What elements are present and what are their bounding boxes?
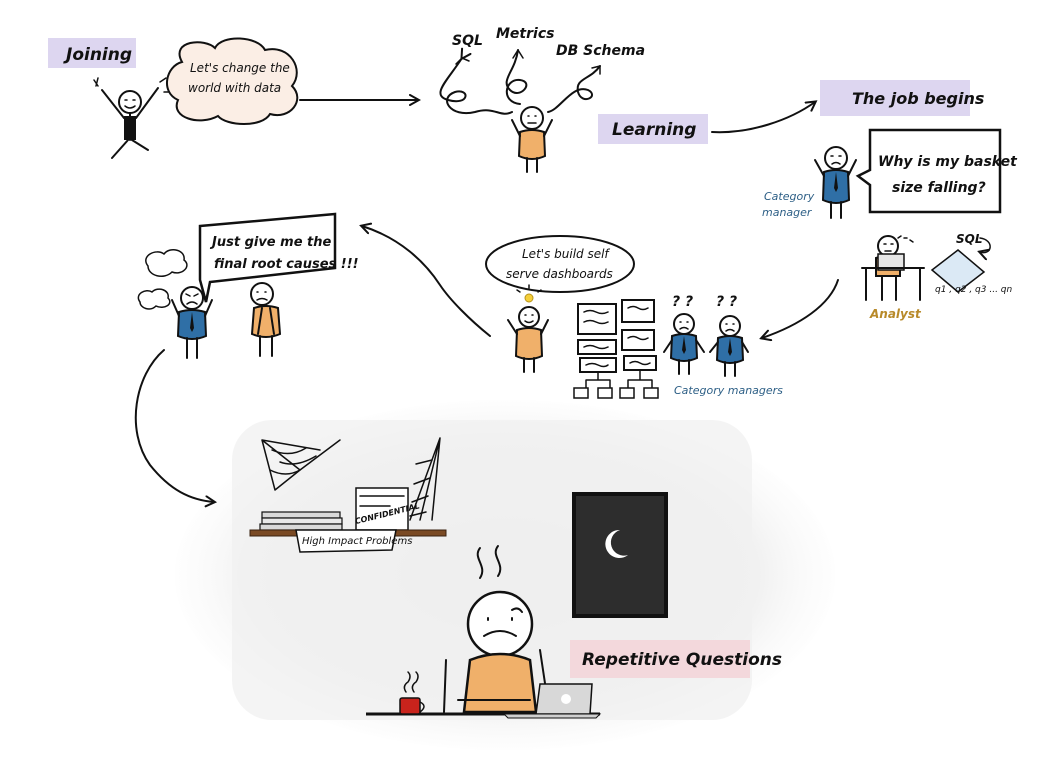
metrics-squiggle [505, 49, 528, 105]
job-begins-stage: The job begins Why is my basket size fal… [762, 80, 1018, 338]
dashboards-line2: serve dashboards [506, 267, 613, 281]
laptop-icon [502, 683, 602, 719]
tired-worker-figure [443, 545, 547, 714]
joining-highlight [48, 38, 136, 68]
root-causes-line1: Just give me the [209, 235, 332, 250]
topic-db-schema: DB Schema [556, 43, 645, 59]
job-begins-highlight [820, 80, 970, 116]
moon-icon [605, 529, 628, 558]
squiggle-arrowheads [455, 49, 601, 75]
joining-stick-figure [93, 77, 171, 159]
arrow-analyst-to-dashboards [762, 279, 839, 338]
cobweb-right-icon [409, 437, 441, 521]
category-managers-label: Category managers [674, 384, 783, 397]
presenter-figure [507, 306, 549, 373]
confused-manager-left [663, 313, 705, 375]
change-world-line2: world with data [188, 81, 281, 95]
basket-line1: Why is my basket [878, 154, 1018, 170]
category-manager-label-2: manager [762, 206, 813, 219]
dashboards-bubble [485, 235, 635, 293]
dashboard-sketches-icon [573, 299, 659, 399]
analyst-query-sheet [930, 249, 986, 293]
joining-stage: Joining Let's change the world with data [48, 37, 418, 159]
change-world-bubble: Let's change the world with data [166, 37, 299, 125]
angry-steam-cloud-bottom [137, 288, 171, 310]
analyst-sql-loop [980, 237, 991, 253]
learning-highlight [598, 114, 708, 144]
arrow-learning-to-job [711, 102, 815, 134]
analyst-laptop-icon [877, 253, 905, 271]
sql-squiggle [439, 58, 513, 115]
job-begins-label: The job begins [852, 89, 984, 108]
topic-sql: SQL [452, 33, 483, 49]
stress-fumes-icon [476, 545, 502, 579]
arrow-root-causes-to-scene [134, 349, 214, 502]
root-causes-stage: Just give me the final root causes !!! [134, 212, 359, 502]
repetitive-highlight [570, 640, 750, 678]
learning-label: Learning [612, 120, 696, 140]
joining-label: Joining [63, 45, 132, 65]
confused-marks-right: ? ? [716, 294, 737, 310]
queries-label: q1 , q2 , q3 ... qn [935, 285, 1012, 295]
db-schema-squiggle [547, 65, 601, 113]
root-causes-line2: final root causes !!! [214, 257, 359, 272]
dashboards-stage: Let's build self serve dashboards [362, 226, 783, 399]
high-impact-label: High Impact Problems [302, 536, 412, 547]
learning-stage: SQL Metrics DB Schema Learning [439, 26, 815, 173]
coffee-mug-icon [399, 671, 425, 715]
arrow-dashboards-to-root-causes [362, 226, 491, 337]
night-window [572, 492, 668, 618]
confused-marks-left: ? ? [672, 294, 693, 310]
change-world-line1: Let's change the [190, 61, 290, 75]
angry-steam-cloud-top [145, 249, 188, 277]
high-impact-label-tag [295, 529, 397, 553]
confidential-folder-icon [355, 487, 409, 531]
topic-metrics: Metrics [496, 26, 554, 42]
basket-line2: size falling? [892, 180, 986, 196]
analyst-label: Analyst [869, 307, 922, 321]
analyst-sql-label: SQL [956, 232, 983, 246]
cobweb-left-icon [261, 439, 341, 491]
laptop-logo-icon [561, 694, 571, 704]
learning-stick-figure [511, 106, 553, 173]
category-manager-label-1: Category [764, 190, 815, 203]
forgotten-shelf: CONFIDENTIAL High Impact Problems [249, 437, 447, 553]
lightbulb-icon [516, 284, 542, 303]
analyst-figure [861, 235, 925, 301]
angry-manager-figure [171, 286, 213, 359]
dashboards-line1: Let's build self [522, 247, 610, 261]
root-causes-speech-box [198, 212, 337, 303]
category-manager-figure [814, 146, 857, 219]
basket-speech-box [855, 128, 1002, 214]
worried-analyst-figure [250, 282, 282, 357]
confused-manager-right [709, 315, 749, 377]
repetitive-label: Repetitive Questions [582, 650, 782, 670]
